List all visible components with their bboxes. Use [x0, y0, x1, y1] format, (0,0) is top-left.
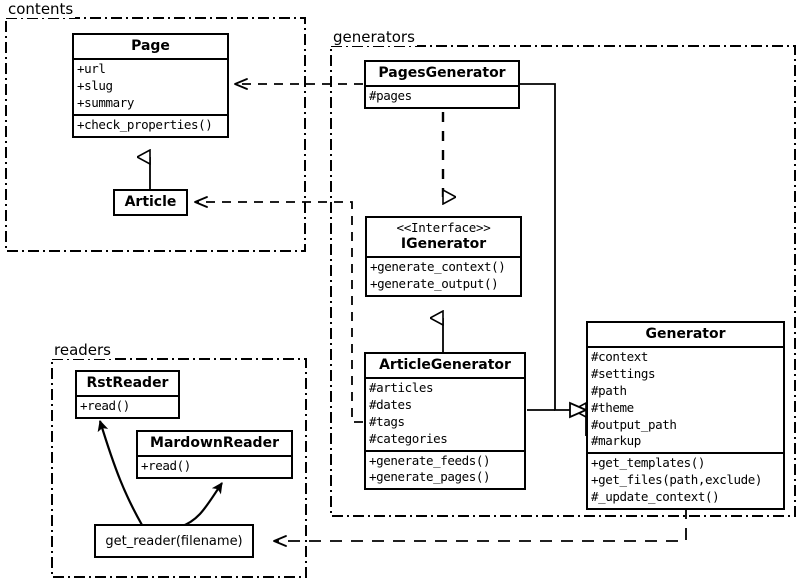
attribute: #settings [591, 365, 656, 381]
package-label-contents: contents [6, 0, 76, 18]
attribute: #context [591, 349, 649, 365]
class-name-igenerator: <<Interface>> IGenerator [367, 218, 520, 256]
class-box-mardownreader[interactable]: MardownReader +read() [136, 430, 293, 479]
attribute: #dates [369, 396, 412, 412]
class-operations-mardownreader: +read() [138, 455, 291, 477]
class-name-pagesgenerator: PagesGenerator [378, 65, 506, 81]
package-label-readers: readers [52, 341, 113, 359]
class-operations-page: +check_properties() [74, 113, 227, 136]
class-name-article: Article [124, 194, 177, 210]
operation: +generate_output() [370, 276, 499, 292]
edge-getreader-to-mardownreader [179, 482, 223, 529]
package-border-contents [5, 17, 306, 252]
class-operations-igenerator: +generate_context() +generate_output() [367, 256, 520, 295]
package-border-readers [51, 358, 307, 578]
attribute: +slug [77, 77, 113, 93]
operation: +generate_context() [370, 259, 506, 275]
operation: +read() [141, 458, 191, 474]
attribute: +url [77, 61, 106, 77]
class-box-rstreader[interactable]: RstReader +read() [75, 370, 180, 419]
operation: +get_templates() [591, 455, 706, 471]
class-name-articlegenerator: ArticleGenerator [379, 357, 511, 373]
edge-getreader-to-rstreader [97, 420, 143, 526]
class-name-generator: Generator [645, 326, 726, 342]
function-box-get-reader[interactable]: get_reader(filename) [94, 524, 254, 558]
class-operations-rstreader: +read() [77, 395, 178, 417]
attribute: #output_path [591, 416, 677, 432]
operation: +generate_feeds() [369, 452, 491, 468]
edge-articlegenerator-to-article [194, 196, 363, 423]
attribute: +summary [77, 94, 135, 110]
attribute: #categories [369, 430, 448, 446]
class-attributes-page: +url +slug +summary [74, 58, 227, 114]
class-operations-generator: +get_templates() +get_files(path,exclude… [588, 452, 783, 508]
operation: +check_properties() [77, 116, 213, 132]
class-name-text-igenerator: IGenerator [400, 236, 487, 253]
edge-generator-to-getreader [273, 507, 687, 547]
operation: +generate_pages() [369, 469, 491, 485]
attribute: #pages [369, 88, 412, 104]
class-operations-articlegenerator: +generate_feeds() +generate_pages() [366, 449, 524, 489]
package-border-generators [330, 45, 796, 517]
attribute: #articles [369, 380, 434, 396]
class-box-igenerator[interactable]: <<Interface>> IGenerator +generate_conte… [365, 216, 522, 298]
class-attributes-generator: #context #settings #path #theme #output_… [588, 346, 783, 452]
operation: +get_files(path,exclude) [591, 472, 763, 488]
class-name-rstreader: RstReader [86, 375, 169, 391]
attribute: #path [591, 382, 627, 398]
package-label-generators: generators [331, 28, 417, 46]
edge-generator-inherit-head [569, 401, 589, 419]
operation: #_update_context() [591, 489, 720, 505]
operation: +read() [80, 398, 130, 414]
class-box-page[interactable]: Page +url +slug +summary +check_properti… [72, 33, 229, 138]
class-box-pagesgenerator[interactable]: PagesGenerator #pages [364, 60, 520, 109]
attribute: #markup [591, 433, 641, 449]
attribute: #theme [591, 399, 634, 415]
class-attributes-pagesgenerator: #pages [366, 85, 518, 107]
class-box-generator[interactable]: Generator #context #settings #path #them… [586, 321, 785, 510]
class-name-page: Page [131, 38, 170, 54]
class-box-articlegenerator[interactable]: ArticleGenerator #articles #dates #tags … [364, 352, 526, 491]
class-stereotype-igenerator: <<Interface>> [396, 220, 491, 235]
edge-generators-to-generator [520, 83, 587, 436]
class-box-article[interactable]: Article [113, 189, 188, 217]
class-attributes-articlegenerator: #articles #dates #tags #categories [366, 377, 524, 450]
attribute: #tags [369, 413, 405, 429]
class-name-mardownreader: MardownReader [150, 435, 279, 451]
